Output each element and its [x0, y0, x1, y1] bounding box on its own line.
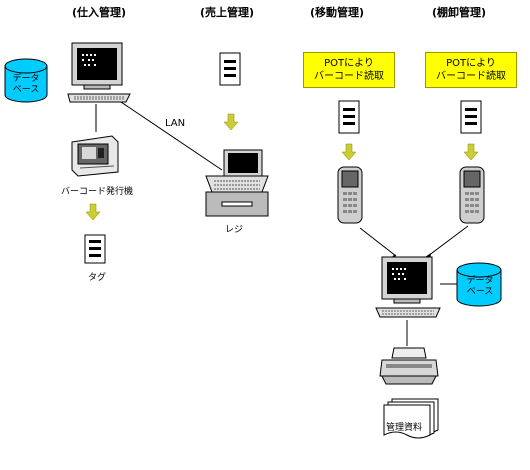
tag-document-icon — [84, 234, 106, 264]
database-right-label: データ ベース — [466, 276, 494, 297]
down-arrow-icon — [85, 203, 101, 221]
database-left-icon — [4, 58, 48, 103]
down-arrow-icon — [223, 113, 239, 131]
handheld-terminal-movement-icon — [337, 166, 363, 224]
sales-document-icon — [219, 52, 241, 86]
handheld-left-line — [359, 227, 397, 257]
pot-movement-box: POTにより バーコード読取 — [303, 52, 395, 88]
lan-line — [117, 99, 223, 171]
movement-document-icon — [338, 100, 360, 134]
register-label: レジ — [225, 225, 244, 235]
database-right-icon — [456, 262, 502, 307]
header-movement: (移動管理) — [310, 6, 365, 19]
handheld-terminal-inventory-icon — [459, 166, 485, 224]
lan-label: LAN — [165, 118, 186, 129]
pot-inventory-box: POTにより バーコード読取 — [425, 52, 517, 88]
barcode-printer-icon — [71, 135, 119, 177]
tag-label: タグ — [88, 273, 107, 283]
header-purchase: (仕入管理) — [72, 6, 127, 19]
register-icon — [205, 149, 269, 217]
inventory-document-icon — [460, 100, 482, 134]
barcode-printer-label: バーコード発行機 — [61, 187, 134, 197]
header-inventory: (棚卸管理) — [432, 6, 487, 19]
purchase-computer-icon — [67, 42, 131, 103]
database-left-label: データ ベース — [12, 74, 40, 95]
down-arrow-icon — [341, 143, 357, 161]
handheld-right-line — [427, 225, 469, 257]
central-computer-icon — [375, 256, 441, 318]
management-docs-label: 管理資料 — [386, 423, 423, 433]
output-printer-icon — [379, 347, 439, 385]
header-sales: (売上管理) — [200, 6, 255, 19]
down-arrow-icon — [463, 143, 479, 161]
management-documents-icon — [383, 398, 439, 439]
